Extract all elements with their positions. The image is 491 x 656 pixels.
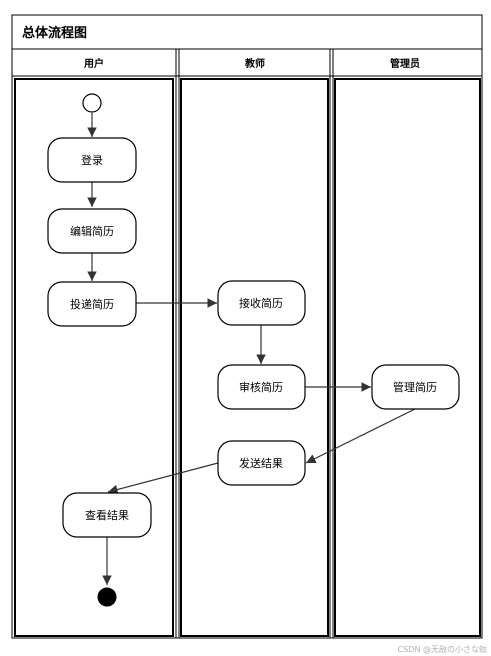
lane-header-teacher: 教师 <box>244 57 265 70</box>
lane-header-admin: 管理员 <box>390 57 420 70</box>
watermark: CSDN @无敌の小さな蚊 <box>397 645 487 654</box>
node-login-label: 登录 <box>81 153 103 167</box>
node-receive-resume: 接收简历 <box>217 280 306 326</box>
node-manage-resume: 管理简历 <box>371 364 460 410</box>
lane-header-user: 用户 <box>83 57 104 70</box>
node-submit-resume: 投递简历 <box>47 281 137 327</box>
node-edit-resume: 编辑简历 <box>47 208 137 254</box>
end-node <box>97 587 117 607</box>
node-receive-resume-label: 接收简历 <box>239 296 283 310</box>
node-edit-resume-label: 编辑简历 <box>70 224 114 238</box>
flow-arrow <box>107 462 219 495</box>
title-bar <box>11 14 483 50</box>
start-node <box>82 93 102 113</box>
node-view-result: 查看结果 <box>62 492 152 538</box>
flow-arrow <box>305 408 416 464</box>
node-send-result-label: 发送结果 <box>239 456 283 470</box>
node-login: 登录 <box>47 137 137 183</box>
lane-header-row <box>11 48 483 77</box>
node-review-resume: 审核简历 <box>217 364 306 410</box>
node-view-result-label: 查看结果 <box>85 508 129 522</box>
diagram-title: 总体流程图 <box>22 25 87 41</box>
node-submit-resume-label: 投递简历 <box>70 297 114 311</box>
node-manage-resume-label: 管理简历 <box>393 380 437 394</box>
lane-body-user <box>14 78 174 637</box>
lane-body-teacher <box>180 78 329 637</box>
lane-body-admin <box>334 78 481 637</box>
node-send-result: 发送结果 <box>217 440 306 486</box>
node-review-resume-label: 审核简历 <box>239 380 283 394</box>
